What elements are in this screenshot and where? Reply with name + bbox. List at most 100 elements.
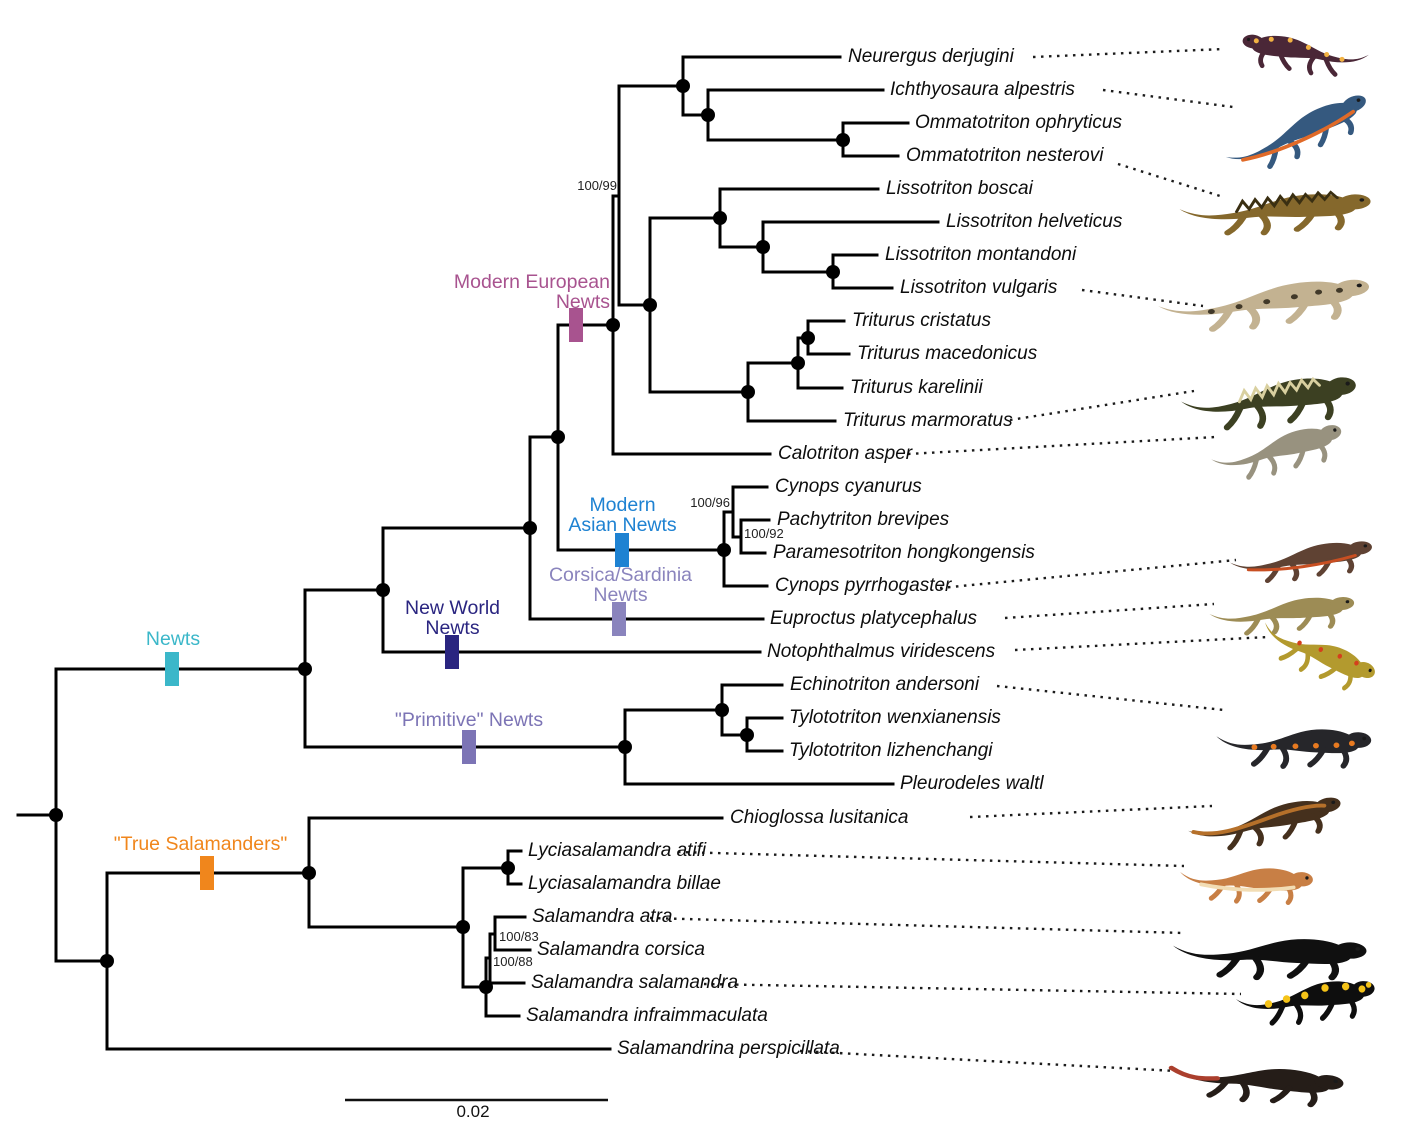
species-label-triturus-marmoratus: Triturus marmoratus — [843, 410, 1013, 431]
clade-marker-modern-european-newts — [569, 308, 583, 342]
connector-lyciasalamandra-atifi — [677, 850, 1185, 868]
support-value-100-96: 100/96 — [690, 495, 730, 510]
connector-chioglossa-lusitanica — [969, 804, 1213, 819]
scale-bar-label: 0.02 — [456, 1102, 490, 1121]
species-label-lyciasalamandra-atifi: Lyciasalamandra atifi — [528, 840, 707, 861]
species-label-salamandra-infraimmaculata: Salamandra infraimmaculata — [526, 1005, 768, 1026]
species-label-paramesotriton-hongkongensis: Paramesotriton hongkongensis — [773, 542, 1035, 563]
species-label-chioglossa-lusitanica: Chioglossa lusitanica — [730, 807, 909, 828]
species-label-lissotriton-helveticus: Lissotriton helveticus — [946, 211, 1123, 232]
connector-salamandra-salamandra — [703, 982, 1242, 996]
connector-calotriton-asper — [907, 435, 1217, 456]
photo-accent-blotches — [1264, 982, 1372, 1008]
photo-accent-stripe — [1191, 803, 1327, 836]
clade-label-modern-asian-newts: Modern Asian Newts — [550, 494, 695, 535]
photo-cynops-pyrrhogaster — [1229, 539, 1374, 586]
species-label-ichthyosaura-alpestris: Ichthyosaura alpestris — [890, 79, 1075, 100]
connector-notophthalmus-viridescens — [1014, 635, 1269, 652]
photo-echinotriton-andersoni — [1215, 726, 1371, 770]
photo-neurergus-derjugini — [1240, 32, 1370, 79]
connector-euproctus-platycephalus — [1004, 602, 1215, 620]
photo-lissotriton-vulgaris — [1157, 277, 1371, 335]
clade-label-text: Newts — [425, 616, 480, 639]
clade-marker-corsica-sardinia-newts — [612, 602, 626, 636]
photo-accent-tail — [1168, 1065, 1221, 1081]
species-label-tylototriton-wenxianensis: Tylototriton wenxianensis — [789, 707, 1001, 728]
clade-marker-newts — [165, 652, 179, 686]
connector-cynops-pyrrhogaster — [939, 558, 1237, 590]
clade-label-text: New World — [405, 597, 500, 619]
species-label-lissotriton-boscai: Lissotriton boscai — [886, 178, 1033, 199]
species-label-triturus-karelinii: Triturus karelinii — [850, 377, 983, 398]
clade-label-modern-european-newts: Modern European Newts — [438, 271, 610, 312]
clade-label-text: Newts — [145, 628, 201, 650]
species-label-pachytriton-brevipes: Pachytriton brevipes — [777, 509, 950, 530]
species-label-ommatotriton-ophryticus: Ommatotriton ophryticus — [915, 112, 1122, 133]
clade-label-text: "True Salamanders" — [113, 833, 288, 855]
support-value-100-83: 100/83 — [499, 929, 539, 944]
clade-marker-modern-asian-newts — [615, 533, 629, 567]
photo-ichthyosaura-alpestris — [1222, 91, 1376, 182]
clade-label-primitive-newts: "Primitive" Newts — [383, 709, 555, 731]
photo-accent-spots — [1207, 287, 1343, 315]
connector-echinotriton-andersoni — [996, 684, 1225, 712]
clade-marker-new-world-newts — [445, 635, 459, 669]
photo-accent-spots — [1297, 640, 1359, 666]
species-label-cynops-cyanurus: Cynops cyanurus — [775, 476, 922, 497]
species-label-salamandra-salamandra: Salamandra salamandra — [531, 972, 739, 993]
support-value-100-99: 100/99 — [577, 178, 617, 193]
support-value-100-88: 100/88 — [493, 954, 533, 969]
species-label-triturus-macedonicus: Triturus macedonicus — [857, 343, 1038, 364]
species-label-cynops-pyrrhogaster: Cynops pyrrhogaster — [775, 575, 952, 596]
clade-marker-true-salamanders — [200, 856, 214, 890]
node-support-dots — [49, 79, 850, 994]
photo-accent-crest — [1237, 376, 1321, 404]
clade-label-text: "Primitive" Newts — [394, 709, 544, 731]
photo-accent-spots — [1253, 36, 1345, 62]
species-label-euproctus-platycephalus: Euproctus platycephalus — [770, 608, 978, 629]
clade-label-newts: Newts — [128, 628, 218, 650]
photo-connectors — [649, 47, 1269, 1073]
photo-salamandra-salamandra — [1235, 979, 1376, 1027]
species-label-salamandra-atra: Salamandra atra — [532, 906, 673, 927]
photo-salamandra-atra — [1172, 934, 1367, 981]
species-label-tylototriton-lizhenchangi: Tylototriton lizhenchangi — [789, 740, 993, 761]
photo-accent-spots — [1251, 740, 1355, 750]
species-label-lyciasalamandra-billae: Lyciasalamandra billae — [528, 873, 721, 894]
clade-label-text: Newts — [593, 583, 648, 606]
species-label-notophthalmus-viridescens: Notophthalmus viridescens — [767, 641, 996, 662]
connector-ommatotriton-nesterovi — [1117, 162, 1221, 198]
support-value-100-92: 100/92 — [744, 526, 784, 541]
photo-calotriton-asper — [1209, 422, 1347, 486]
connector-lissotriton-vulgaris — [1081, 288, 1204, 308]
photo-ommatotriton-nesterovi — [1179, 191, 1371, 236]
photo-triturus-marmoratus — [1180, 374, 1359, 432]
clade-label-new-world-newts: New World Newts — [390, 597, 515, 639]
photo-accent-belly — [1199, 882, 1296, 892]
clade-label-text: Modern European — [453, 271, 610, 293]
clade-label-true-salamanders: "True Salamanders" — [103, 833, 298, 855]
species-label-lissotriton-montandoni: Lissotriton montandoni — [885, 244, 1077, 265]
photo-notophthalmus-viridescens — [1253, 613, 1378, 699]
photo-euproctus-platycephalus — [1209, 595, 1356, 637]
species-label-lissotriton-vulgaris: Lissotriton vulgaris — [900, 277, 1058, 298]
connector-salamandra-atra — [649, 916, 1185, 935]
photo-accent-crest — [1234, 190, 1339, 213]
species-label-echinotriton-andersoni: Echinotriton andersoni — [790, 674, 980, 695]
species-label-triturus-cristatus: Triturus cristatus — [852, 310, 992, 331]
photo-salamandrina-perspicillata — [1166, 1057, 1344, 1110]
connector-salamandrina-perspicillata — [799, 1049, 1177, 1073]
photo-accent-belly — [1246, 554, 1357, 572]
species-label-pleurodeles-waltl: Pleurodeles waltl — [900, 773, 1044, 794]
clade-label-text: Modern — [589, 494, 656, 516]
photo-lyciasalamandra-atifi — [1178, 862, 1313, 906]
species-label-ommatotriton-nesterovi: Ommatotriton nesterovi — [906, 145, 1104, 166]
clade-label-corsica-sardinia-newts: Corsica/Sardinia Newts — [538, 565, 703, 606]
photo-accent-belly — [1241, 109, 1356, 162]
photo-chioglossa-lusitanica — [1186, 794, 1345, 855]
connector-triturus-marmoratus — [1009, 389, 1195, 422]
species-label-salamandra-corsica: Salamandra corsica — [537, 939, 705, 960]
clade-marker-primitive-newts — [462, 730, 476, 764]
